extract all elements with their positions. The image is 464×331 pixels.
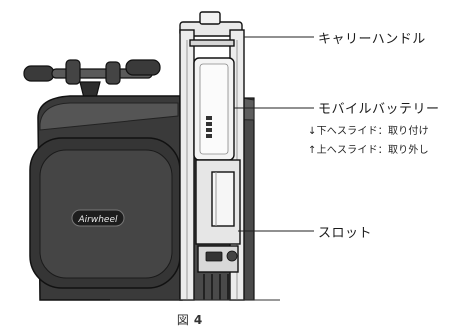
airwheel-logo-badge xyxy=(71,209,125,227)
usb-port-icon xyxy=(205,251,223,262)
label-slot: スロット xyxy=(318,226,373,241)
scooter-handlebar xyxy=(23,59,161,99)
callout-lines xyxy=(234,36,314,232)
caption-prefix: 図 xyxy=(176,313,190,327)
label-slide-down: ↓下へスライド：取り付け xyxy=(308,126,429,137)
airwheel-logo: Airwheel xyxy=(78,215,118,225)
caption-number: 4 xyxy=(193,313,204,327)
battery-slot xyxy=(195,159,241,300)
power-button-icon xyxy=(226,250,238,262)
label-slide-up: ↑上へスライド：取り外し xyxy=(308,145,429,156)
label-mobile-battery: モバイルバッテリー xyxy=(318,102,440,117)
mobile-battery xyxy=(193,57,235,161)
label-carry-handle: キャリーハンドル xyxy=(318,32,426,47)
